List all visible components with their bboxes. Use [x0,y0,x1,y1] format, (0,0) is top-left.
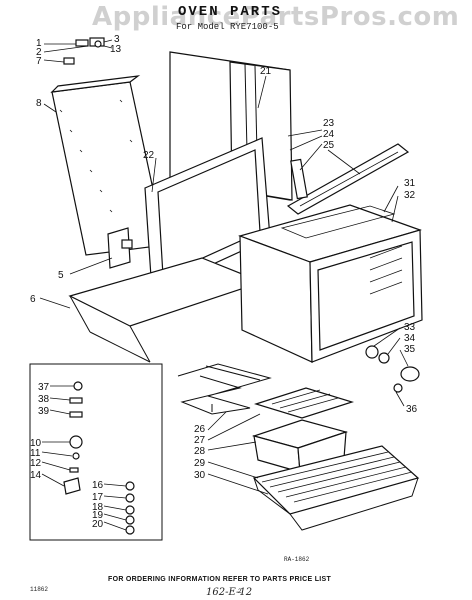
callout: 32 [404,190,416,201]
callout: 21 [260,66,272,77]
hinge-hardware [63,37,105,65]
callout: 28 [194,446,206,457]
callout: 3 [114,34,120,45]
callout: 37 [38,382,50,393]
callout: 33 [404,322,416,333]
callout: 7 [36,56,42,67]
bake-element [177,363,272,415]
callout: 23 [323,118,335,129]
callout: 13 [110,44,122,55]
callout: 31 [404,178,416,189]
callout: 29 [194,458,206,469]
bottom-panel [68,257,264,363]
rear-panel [50,75,166,256]
callout: 2 [36,47,42,58]
callout: 39 [38,406,50,417]
callout: 27 [194,435,206,446]
callout: 6 [30,294,36,305]
callout: 24 [323,129,335,140]
mounting-bracket [107,227,133,269]
callout: 20 [92,519,104,530]
callout-numbers: 1 2 3 13 7 8 21 22 23 24 25 31 32 5 6 33… [30,34,418,530]
callout: 35 [404,344,416,355]
callout: 34 [404,333,416,344]
figure-code: RA-1862 [284,556,310,563]
ordering-note: FOR ORDERING INFORMATION REFER TO PARTS … [108,576,332,583]
watermark: AppliancePartsPros.com [92,2,460,32]
small-parts-inset [29,363,163,541]
page-number: 2 [238,588,242,595]
callout: 26 [194,424,206,435]
callout: 18 [92,502,104,513]
callout: 17 [92,492,104,503]
callout: 25 [323,140,335,151]
small-parts-inset-hardware [63,381,135,535]
callout: 22 [143,150,155,161]
handwritten-note: 162-E-12 [206,587,253,598]
callout: 8 [36,98,42,109]
callout: 16 [92,480,104,491]
callout: 1 [36,38,42,49]
callout: 30 [194,470,206,481]
callout: 12 [30,458,42,469]
callout-leader-lines [39,39,409,531]
callout: 10 [30,438,42,449]
callout: 11 [30,448,41,459]
oven-liner [238,204,423,363]
callout: 19 [92,510,104,521]
door-frame [144,137,271,293]
oven-rack [252,445,420,531]
diagram-subtitle: For Model RYE7100-5 [176,22,279,32]
callout: 14 [30,470,42,481]
corner-code: 11862 [30,586,49,593]
callout: 36 [406,404,418,415]
callout: 5 [58,270,64,281]
oven-lamp-assembly [365,345,420,393]
top-rail [286,143,410,215]
broiler-pan-insert [253,387,355,419]
diagram-title: OVEN PARTS [178,4,283,20]
callout: 38 [38,394,50,405]
